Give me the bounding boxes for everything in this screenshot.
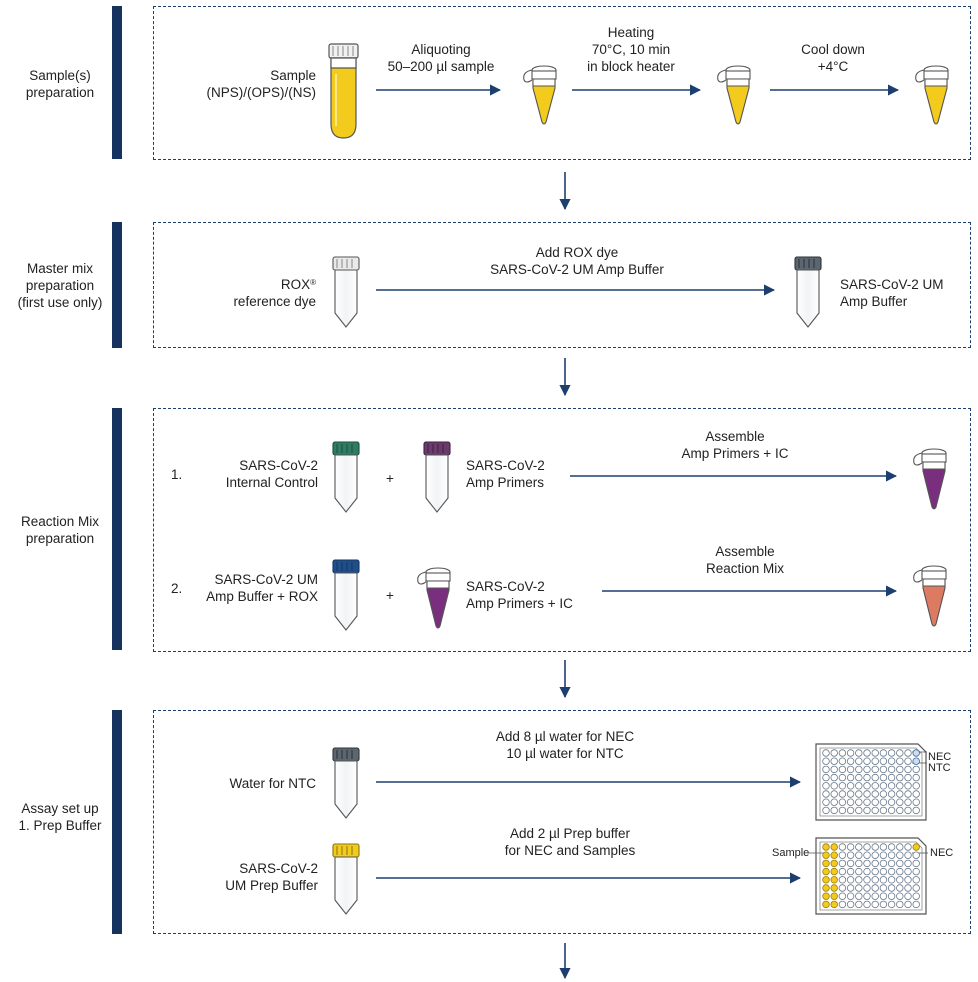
- stage-label-line: preparation: [25, 278, 95, 293]
- stage-bar: [112, 710, 122, 934]
- amp-buffer-label-line: Amp Buffer: [840, 294, 908, 309]
- step-add-water: Add 8 µl water for NEC 10 µl water for N…: [470, 728, 660, 762]
- stage-label-reaction-mix: Reaction Mix preparation: [8, 513, 112, 547]
- step-assemble-reaction-mix: Assemble Reaction Mix: [670, 543, 820, 577]
- plus-sign: +: [386, 471, 394, 486]
- step-line: Amp Primers + IC: [681, 446, 789, 461]
- stage-label-line: (first use only): [17, 295, 103, 310]
- label-line: UM Prep Buffer: [225, 878, 318, 893]
- stage-label-line: 1. Prep Buffer: [18, 818, 102, 833]
- step-line: Add ROX dye: [535, 245, 619, 260]
- step-line: Add 2 µl Prep buffer: [509, 826, 631, 841]
- panel-reaction-mix: [153, 408, 971, 652]
- step-line: in block heater: [587, 59, 675, 74]
- panel-assay-setup: [153, 710, 971, 934]
- amp-buffer-label-line: SARS-CoV-2 UM: [840, 277, 944, 292]
- label-line: SARS-CoV-2 UM: [214, 572, 318, 587]
- step-assemble-primers: Assemble Amp Primers + IC: [650, 428, 820, 462]
- rox-dye-label-line: ROX®: [190, 276, 316, 293]
- amp-buffer-label: SARS-CoV-2 UM Amp Buffer: [840, 276, 970, 310]
- row-number: 1.: [171, 467, 183, 482]
- water-ntc-label: Water for NTC: [229, 776, 316, 791]
- plate-sample-label: Sample: [772, 847, 810, 859]
- stage-label-master-mix: Master mix preparation (first use only): [8, 260, 112, 311]
- plus-sign: +: [386, 588, 394, 603]
- step-line: +4°C: [817, 59, 849, 74]
- label-line: Amp Buffer + ROX: [206, 589, 318, 604]
- step-line: 70°C, 10 min: [591, 42, 671, 57]
- stage-label-assay-setup: Assay set up 1. Prep Buffer: [8, 800, 112, 834]
- rox-name: ROX: [280, 277, 311, 292]
- label-line: Amp Primers: [466, 475, 545, 490]
- step-line: Assemble: [715, 544, 775, 559]
- amp-primers-label: SARS-CoV-2 Amp Primers: [466, 457, 596, 491]
- stage-label-line: preparation: [25, 85, 95, 100]
- stage-label-line: Assay set up: [21, 801, 99, 816]
- step-line: SARS-CoV-2 UM Amp Buffer: [490, 262, 664, 277]
- step-line: Heating: [607, 25, 655, 40]
- sample-label-line: Sample: [270, 68, 316, 83]
- sample-label-line: (NPS)/(OPS)/(NS): [206, 85, 317, 100]
- row-number: 2.: [171, 581, 183, 596]
- step-line: Cool down: [801, 42, 865, 57]
- label-line: SARS-CoV-2: [239, 458, 318, 473]
- amp-buffer-rox-label: SARS-CoV-2 UM Amp Buffer + ROX: [180, 571, 318, 605]
- step-heating: Heating 70°C, 10 min in block heater: [572, 24, 690, 75]
- stage-label-line: Reaction Mix: [20, 514, 100, 529]
- label-line: SARS-CoV-2: [239, 861, 318, 876]
- amp-primers-ic-label: SARS-CoV-2 Amp Primers + IC: [466, 578, 606, 612]
- step-line: Assemble: [705, 429, 765, 444]
- panel-master-mix: [153, 222, 971, 348]
- plate-nec-label: NEC: [928, 751, 952, 763]
- step-line: Add 8 µl water for NEC: [495, 729, 635, 744]
- step-line: Reaction Mix: [705, 561, 785, 576]
- stage-label-line: Master mix: [26, 261, 93, 276]
- registered-mark: ®: [310, 278, 316, 287]
- stage-bar: [112, 6, 122, 159]
- rox-dye-label-line: reference dye: [233, 294, 316, 309]
- step-line: 50–200 µl sample: [387, 59, 495, 74]
- step-add-prep-buffer: Add 2 µl Prep buffer for NEC and Samples: [480, 825, 660, 859]
- stage-bar: [112, 222, 122, 348]
- stage-bar: [112, 408, 122, 650]
- plate-ntc-label: NTC: [928, 762, 951, 774]
- plate-nec-label: NEC: [930, 847, 954, 859]
- sample-label: Sample (NPS)/(OPS)/(NS): [170, 67, 317, 101]
- step-line: 10 µl water for NTC: [506, 746, 624, 761]
- panel-sample-prep: [153, 6, 971, 160]
- label-line: SARS-CoV-2: [466, 458, 545, 473]
- rox-dye-label: ROX® reference dye: [190, 276, 316, 310]
- step-cool-down: Cool down +4°C: [778, 41, 888, 75]
- step-line: Aliquoting: [411, 42, 471, 57]
- stage-label-sample-prep: Sample(s) preparation: [8, 67, 112, 101]
- step-line: for NEC and Samples: [504, 843, 636, 858]
- label-line: Internal Control: [225, 475, 318, 490]
- internal-control-label: SARS-CoV-2 Internal Control: [196, 457, 318, 491]
- prep-buffer-label: SARS-CoV-2 UM Prep Buffer: [196, 860, 318, 894]
- label-line: SARS-CoV-2: [466, 579, 545, 594]
- step-add-rox: Add ROX dye SARS-CoV-2 UM Amp Buffer: [462, 244, 692, 278]
- stage-label-line: Sample(s): [29, 68, 91, 83]
- step-aliquoting: Aliquoting 50–200 µl sample: [380, 41, 502, 75]
- label-line: Amp Primers + IC: [466, 596, 573, 611]
- stage-label-line: preparation: [25, 531, 95, 546]
